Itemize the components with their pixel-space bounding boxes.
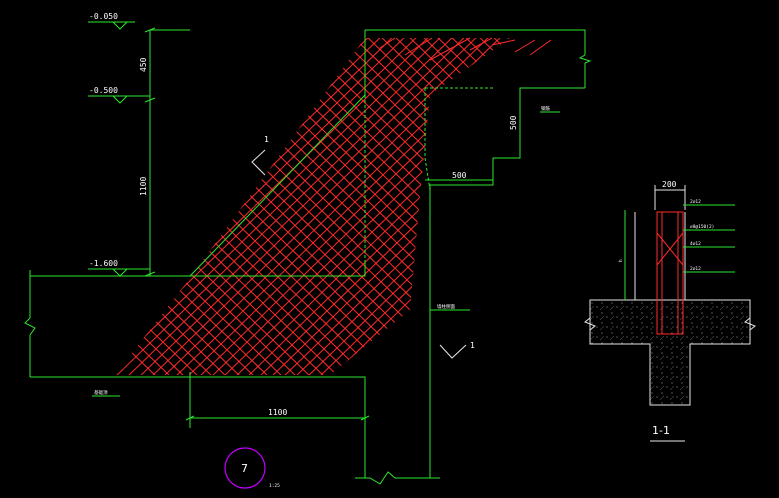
elevation-middle-label: -0.500 [89, 86, 118, 95]
note-column-face: 墙柱侧面 [430, 303, 470, 311]
rebar-line [115, 38, 209, 375]
rebar-line [115, 38, 329, 375]
rebar-line [345, 38, 510, 375]
rebar-line [115, 38, 293, 375]
rebar-line [115, 38, 315, 375]
rebar-line [115, 38, 173, 375]
rebar-line [171, 38, 510, 375]
rebar-line [207, 38, 510, 375]
rebar-line [115, 38, 329, 375]
rebar-line [255, 38, 510, 375]
dim-step-height: 500 [509, 115, 518, 130]
section-cut-upper: 1 [251, 135, 269, 176]
rebar-line [115, 38, 343, 375]
section-title: 1-1 [652, 424, 670, 437]
rebar-line [115, 38, 175, 375]
note-base: 基础顶 [92, 389, 120, 397]
section-height: h [618, 259, 624, 262]
rebar-line [115, 38, 189, 375]
elevation-dim-line [144, 27, 156, 277]
section-bar2: 4⌀12 [690, 241, 701, 247]
dim-height-lower: 1100 [139, 177, 148, 196]
rebar-line [183, 38, 510, 375]
dim-height-upper: 450 [139, 57, 148, 72]
rebar-line [115, 38, 217, 375]
note-base-text: 基础顶 [94, 389, 108, 396]
rebar-line [373, 38, 510, 375]
rebar-line [115, 38, 259, 375]
rebar-line [115, 38, 449, 375]
section-width-label: 200 [662, 180, 677, 189]
rebar-line [115, 38, 269, 375]
detail-callout: 7 1:25 [224, 447, 280, 489]
detail-scale: 1:25 [269, 483, 280, 489]
section-cut-lower: 1 [439, 341, 475, 359]
rebar-line [115, 38, 273, 375]
base-length-dim: 1100 [185, 372, 370, 428]
section-1-1: 200 2⌀12 ⌀8@150(2) 4⌀12 2⌀12 h 1-1 [584, 180, 756, 442]
note-top-right: 钢筋 [540, 105, 560, 113]
rebar-line [267, 38, 510, 375]
rebar-line [115, 38, 231, 375]
elevation-top-label: -0.050 [89, 12, 118, 21]
rebar-line [115, 38, 245, 375]
dim-step-width: 500 [452, 171, 467, 180]
rebar-line [231, 38, 510, 375]
rebar-line [115, 38, 245, 375]
rebar-line [359, 38, 510, 375]
elevation-mark-bottom: -1.600 [88, 259, 150, 277]
detail-number: 7 [241, 462, 248, 475]
rebar-line [115, 38, 185, 375]
rebar-line [243, 38, 510, 375]
elevation-mark-middle: -0.500 [88, 86, 150, 104]
rebar-line [195, 38, 510, 375]
rebar-line [159, 38, 510, 375]
section-bar3: 2⌀12 [690, 266, 701, 272]
note-column-face-text: 墙柱侧面 [437, 303, 455, 310]
step-width-dim: 500 [425, 171, 493, 181]
top-rebar-ends [379, 37, 552, 61]
rebar-line [331, 38, 510, 375]
section-bar1: 2⌀12 [690, 199, 701, 205]
rebar-line [115, 38, 341, 375]
rebar-line [115, 38, 161, 375]
rebar-line [115, 38, 203, 375]
section-cut-lower-label: 1 [470, 341, 475, 350]
note-top-right-text: 钢筋 [541, 105, 550, 112]
dim-base-length: 1100 [268, 408, 287, 417]
section-cut-upper-label: 1 [264, 135, 269, 144]
rebar-line [115, 38, 161, 375]
elevation-bottom-label: -1.600 [89, 259, 118, 268]
rebar-line [115, 38, 473, 375]
rebar-line [115, 38, 461, 375]
section-stirrup: ⌀8@150(2) [690, 224, 714, 230]
rebar-line [115, 38, 287, 375]
rebar-line [147, 38, 509, 375]
elevation-mark-top: -0.050 [88, 12, 135, 30]
wall-outline [24, 29, 592, 485]
step-height-dim: 500 [509, 88, 521, 158]
